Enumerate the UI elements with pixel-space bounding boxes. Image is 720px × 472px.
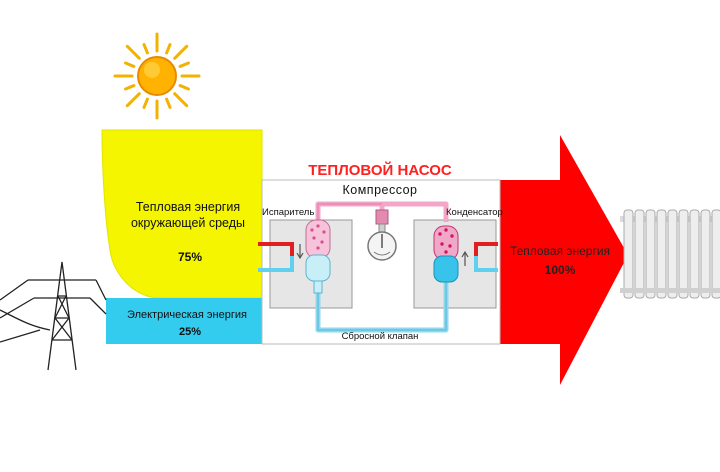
radiator-icon <box>620 209 720 299</box>
sun-icon <box>113 32 201 120</box>
evaporator-inlet-pipe <box>258 242 294 272</box>
condenser-label: Конденсатор <box>446 207 503 218</box>
evaporator-label: Испаритель <box>262 207 315 218</box>
ambient-energy-flow <box>101 129 263 299</box>
condenser-flask <box>433 225 469 283</box>
compressor-label: Компрессор <box>342 183 418 197</box>
refrigerant-pipes <box>315 201 449 333</box>
condenser-outlet-pipe <box>474 242 498 272</box>
electric-energy-percent: 25% <box>178 326 202 338</box>
electric-energy-label: Электрическая энергия <box>127 309 247 321</box>
ambient-energy-label: Тепловая энергия окружающей среды <box>130 200 246 230</box>
electric-energy-flow <box>106 298 262 344</box>
compressor-bulb-icon <box>367 209 397 261</box>
output-energy-label: Тепловая энергия <box>509 244 611 258</box>
heat-pump-title: ТЕПЛОВОЙ НАСОС <box>308 162 452 179</box>
power-pylon-icon <box>0 261 107 371</box>
valve-label: Сбросной клапан <box>341 331 419 342</box>
output-energy-percent: 100% <box>544 263 576 277</box>
ambient-energy-percent: 75% <box>177 250 203 264</box>
output-arrow <box>500 135 628 385</box>
evaporator-flask <box>296 219 331 294</box>
